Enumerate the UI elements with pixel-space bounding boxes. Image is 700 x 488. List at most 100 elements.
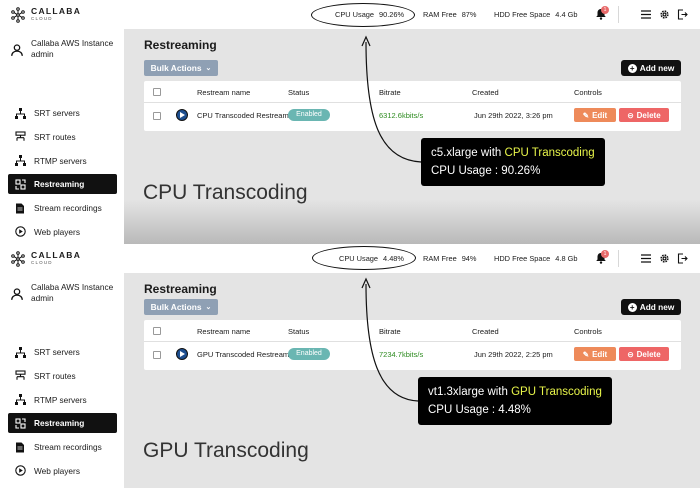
gpu-panel: CALLABA CLOUD Callaba AWS Instance admin…: [0, 244, 700, 488]
delete-label: Delete: [636, 110, 661, 120]
add-new-button[interactable]: +Add new: [621, 299, 681, 315]
select-all-checkbox[interactable]: [153, 327, 161, 335]
sidebar-item-restreaming[interactable]: Restreaming: [8, 413, 117, 434]
callaba-logo-icon: [11, 7, 25, 23]
restream-icon: [14, 417, 26, 429]
fade-overlay: [124, 200, 700, 244]
instance-callout: c5.xlarge with CPU Transcoding CPU Usage…: [421, 138, 605, 186]
minus-circle-icon: ⊝: [627, 110, 634, 120]
callout-usage: CPU Usage : 4.48%: [428, 404, 531, 416]
restream-table: Restream name Status Bitrate Created Con…: [144, 81, 681, 131]
delete-label: Delete: [636, 349, 661, 359]
delete-button[interactable]: ⊝Delete: [619, 347, 669, 361]
header-icons: [634, 252, 688, 264]
sidebar-item-restreaming[interactable]: Restreaming: [8, 174, 117, 195]
user-role: admin: [31, 293, 54, 303]
callout-highlight: GPU Transcoding: [511, 386, 602, 398]
row-bitrate: 7234.7kbits/s: [379, 350, 424, 359]
ram-free-label: RAM Free: [423, 10, 457, 19]
route-icon: [14, 370, 26, 382]
hdd-free-value: 4.4 Gb: [555, 10, 578, 19]
callout-prefix: vt1.3xlarge with: [428, 386, 512, 398]
sidebar-item-label: RTMP servers: [34, 155, 87, 166]
network-icon: [14, 107, 26, 119]
sidebar-item-srt-routes[interactable]: SRT routes: [8, 366, 117, 386]
restream-icon: [14, 178, 26, 190]
notification-badge: 1: [601, 6, 609, 14]
row-checkbox[interactable]: [153, 112, 161, 120]
table-header: Restream name Status Bitrate Created Con…: [144, 81, 681, 103]
col-name: Restream name: [197, 327, 251, 336]
sidebar-item-srt-servers[interactable]: SRT servers: [8, 342, 117, 362]
menu-icon[interactable]: [640, 8, 652, 20]
row-created: Jun 29th 2022, 2:25 pm: [474, 350, 553, 359]
sidebar-item-label: Web players: [34, 465, 80, 476]
select-all-checkbox[interactable]: [153, 88, 161, 96]
sidebar-item-stream-recordings[interactable]: Stream recordings: [8, 437, 117, 457]
sidebar-item-label: Stream recordings: [34, 442, 102, 453]
play-icon[interactable]: [176, 348, 188, 360]
add-new-button[interactable]: +Add new: [621, 60, 681, 76]
file-icon: [14, 202, 26, 214]
col-bitrate: Bitrate: [379, 327, 401, 336]
row-bitrate: 6312.6kbits/s: [379, 111, 424, 120]
edit-icon: ✎: [582, 349, 590, 359]
sidebar-item-stream-recordings[interactable]: Stream recordings: [8, 198, 117, 218]
user-icon: [11, 288, 23, 300]
brand-name: CALLABA: [31, 6, 82, 16]
sidebar-item-label: RTMP servers: [34, 394, 87, 405]
callaba-logo-icon: [11, 251, 25, 267]
user-icon: [11, 44, 23, 56]
logo[interactable]: CALLABA CLOUD: [10, 7, 81, 23]
bulk-actions-button[interactable]: Bulk Actions⌄: [144, 299, 218, 315]
page-title: Restreaming: [144, 38, 217, 52]
col-bitrate: Bitrate: [379, 88, 401, 97]
user-block[interactable]: Callaba AWS Instance admin: [10, 38, 113, 60]
gear-icon[interactable]: [658, 8, 670, 20]
col-status: Status: [288, 88, 310, 97]
row-name[interactable]: GPU Transcoded Restream: [197, 350, 290, 359]
row-checkbox[interactable]: [153, 351, 161, 359]
add-new-label: Add new: [639, 302, 675, 312]
page-title: Restreaming: [144, 282, 217, 296]
edit-label: Edit: [592, 110, 608, 120]
row-created: Jun 29th 2022, 3:26 pm: [474, 111, 553, 120]
sidebar-nav: SRT servers SRT routes RTMP servers Rest…: [8, 103, 117, 244]
sidebar-item-label: SRT servers: [34, 347, 80, 357]
sidebar-item-srt-servers[interactable]: SRT servers: [8, 103, 117, 123]
user-instance: Callaba AWS Instance: [31, 38, 114, 48]
logout-icon[interactable]: [676, 8, 688, 20]
sidebar-item-label: SRT servers: [34, 108, 80, 118]
bulk-actions-button[interactable]: Bulk Actions⌄: [144, 60, 218, 76]
big-label: CPU Transcoding: [143, 181, 308, 204]
file-icon: [14, 441, 26, 453]
table-header: Restream name Status Bitrate Created Con…: [144, 320, 681, 342]
plus-icon: +: [627, 302, 637, 312]
play-icon[interactable]: [176, 109, 188, 121]
sidebar-item-web-players[interactable]: Web players: [8, 222, 117, 242]
sidebar-item-rtmp-servers[interactable]: RTMP servers: [8, 390, 117, 410]
logo[interactable]: CALLABA CLOUD: [10, 251, 81, 267]
user-block[interactable]: Callaba AWS Instance admin: [10, 282, 113, 304]
restream-table: Restream name Status Bitrate Created Con…: [144, 320, 681, 370]
brand-sub: CLOUD: [31, 260, 53, 265]
sidebar-item-srt-routes[interactable]: SRT routes: [8, 127, 117, 147]
delete-button[interactable]: ⊝Delete: [619, 108, 669, 122]
menu-icon[interactable]: [640, 252, 652, 264]
user-role: admin: [31, 49, 54, 59]
logout-icon[interactable]: [676, 252, 688, 264]
edit-button[interactable]: ✎Edit: [574, 108, 616, 122]
row-name[interactable]: CPU Transcoded Restream: [197, 111, 289, 120]
edit-icon: ✎: [582, 110, 590, 120]
edit-button[interactable]: ✎Edit: [574, 347, 616, 361]
edit-label: Edit: [592, 349, 608, 359]
sidebar-item-rtmp-servers[interactable]: RTMP servers: [8, 151, 117, 171]
gear-icon[interactable]: [658, 252, 670, 264]
col-created: Created: [472, 327, 499, 336]
cpu-highlight-ellipse: [311, 3, 415, 27]
cpu-panel: CALLABA CLOUD Callaba AWS Instance admin…: [0, 0, 700, 244]
hdd-free-label: HDD Free Space: [494, 254, 551, 263]
sidebar-item-web-players[interactable]: Web players: [8, 461, 117, 481]
callout-usage: CPU Usage : 90.26%: [431, 165, 541, 177]
